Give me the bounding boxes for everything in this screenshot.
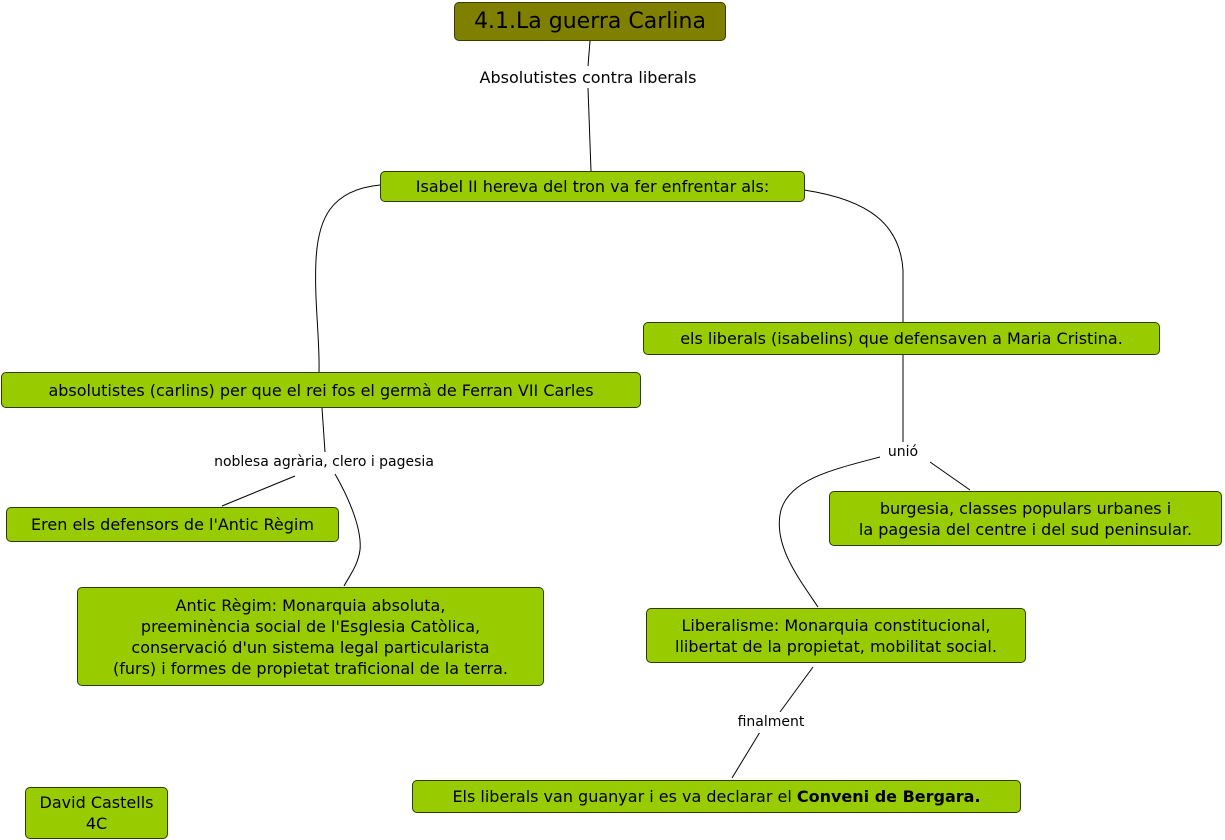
absolutistes-text: absolutistes (carlins) per que el rei fo…	[48, 380, 594, 400]
liberalisme-line-2: llibertat de la propietat, mobilitat soc…	[675, 636, 997, 656]
link-unio-to-liberalisme	[778, 456, 881, 608]
liberals-node[interactable]: els liberals (isabelins) que defensaven …	[643, 322, 1160, 355]
link-finalment-to-bergara	[731, 731, 761, 779]
burgesia-line-1: burgesia, classes populars urbanes i	[879, 498, 1172, 518]
link-noblesa-to-defensors	[221, 475, 296, 507]
link-label-finalment: finalment	[728, 712, 814, 733]
burgesia-line-2: la pagesia del centre i del sud peninsul…	[858, 519, 1193, 539]
bergara-node[interactable]: Els liberals van guanyar i es va declara…	[412, 780, 1021, 813]
burgesia-node[interactable]: burgesia, classes populars urbanes i la …	[829, 491, 1222, 546]
link-absolutistes-to-noblesa	[321, 407, 326, 453]
bergara-text-bold: Conveni de Bergara.	[796, 787, 981, 806]
author-node[interactable]: David Castells 4C	[25, 787, 168, 839]
link-label-absolutistes-contra-liberals: Absolutistes contra liberals	[464, 67, 712, 88]
antic-regim-line-1: Antic Règim: Monarquia absoluta,	[175, 595, 446, 615]
defensors-node[interactable]: Eren els defensors de l'Antic Règim	[6, 507, 339, 542]
link-unio-to-burgesia	[929, 461, 971, 491]
absolutistes-node[interactable]: absolutistes (carlins) per que el rei fo…	[1, 372, 641, 408]
link-isabel-to-absolutistes	[315, 184, 381, 373]
link-label-to-isabel	[587, 87, 592, 172]
bergara-text-prefix: Els liberals van guanyar i es va declara…	[452, 787, 797, 806]
bergara-text: Els liberals van guanyar i es va declara…	[452, 786, 980, 807]
link-title-to-label	[587, 40, 591, 67]
link-liberalisme-to-finalment	[779, 666, 814, 713]
isabel-text: Isabel II hereva del tron va fer enfrent…	[415, 177, 770, 196]
main-title-node[interactable]: 4.1.La guerra Carlina	[454, 2, 726, 41]
liberalisme-line-1: Liberalisme: Monarquia constitucional,	[681, 615, 991, 635]
liberalisme-node[interactable]: Liberalisme: Monarquia constitucional, l…	[646, 608, 1026, 663]
antic-regim-line-4: (furs) i formes de propietat traficional…	[112, 658, 509, 678]
antic-regim-line-2: preeminència social de l'Esglesia Catòli…	[140, 616, 481, 636]
main-title-text: 4.1.La guerra Carlina	[474, 8, 706, 34]
link-noblesa-to-antic-regim	[334, 473, 361, 587]
antic-regim-node[interactable]: Antic Règim: Monarquia absoluta, preemin…	[77, 587, 544, 686]
liberals-text: els liberals (isabelins) que defensaven …	[680, 329, 1123, 348]
defensors-text: Eren els defensors de l'Antic Règim	[31, 515, 314, 534]
author-name: David Castells	[39, 793, 154, 812]
link-label-unio: unió	[880, 442, 926, 463]
link-isabel-to-liberals	[803, 189, 904, 322]
antic-regim-line-3: conservació d'un sistema legal particula…	[131, 637, 490, 657]
isabel-node[interactable]: Isabel II hereva del tron va fer enfrent…	[380, 171, 805, 202]
author-class: 4C	[85, 814, 108, 833]
link-label-noblesa: noblesa agrària, clero i pagesia	[194, 452, 454, 473]
